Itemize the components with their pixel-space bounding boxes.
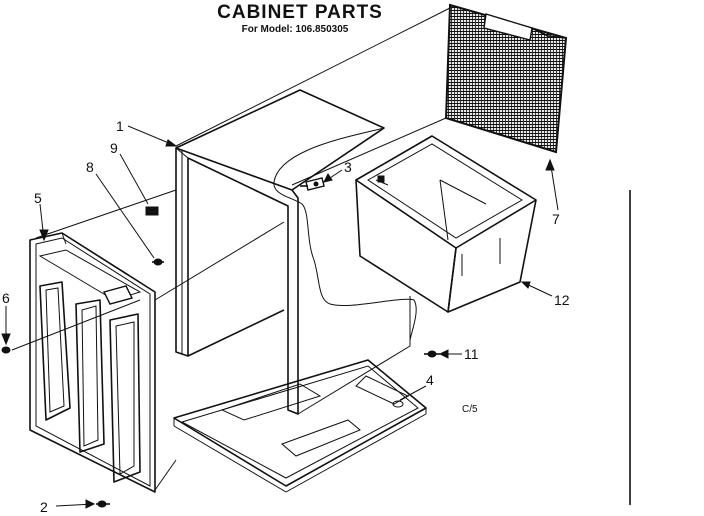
callout-3: 3 <box>344 159 352 175</box>
arrowhead <box>438 349 449 359</box>
arrowhead <box>39 229 49 242</box>
clip-9-part <box>145 206 159 216</box>
filter-grille-part <box>444 3 568 154</box>
arrowhead <box>85 499 96 509</box>
callout-9: 9 <box>110 140 118 156</box>
leader-4 <box>399 385 427 401</box>
arrowhead <box>165 139 178 147</box>
callout-11: 11 <box>464 346 479 362</box>
alignment-line <box>291 117 447 186</box>
alignment-line <box>154 459 177 491</box>
arrowhead <box>545 158 555 171</box>
leader-9 <box>119 153 149 205</box>
screw-6-part <box>1 346 11 354</box>
power-cord <box>273 127 417 341</box>
front-panel-part <box>29 232 156 493</box>
callout-6: 6 <box>2 290 10 306</box>
base-plate-part <box>173 359 427 493</box>
callout-8: 8 <box>86 159 94 175</box>
diagram-subtitle: For Model: 106.850305 <box>241 24 349 35</box>
alignment-line <box>35 189 177 239</box>
base-pan-part <box>355 135 537 313</box>
alignment-line <box>175 7 451 147</box>
callout-5: 5 <box>34 190 42 206</box>
connector-part <box>300 177 325 191</box>
leader-8 <box>95 173 155 259</box>
arrowhead <box>520 281 531 289</box>
screw-8-part <box>152 258 164 266</box>
screw-11-part <box>424 350 440 358</box>
callout-12: 12 <box>554 292 570 308</box>
screw-2-part <box>96 500 110 508</box>
alignment-line <box>154 221 285 301</box>
cabinet-shell-part <box>175 89 411 415</box>
callout-4: 4 <box>426 372 434 388</box>
arrowhead <box>1 333 11 346</box>
diagram-note: C/5 <box>462 404 478 415</box>
callout-1: 1 <box>116 118 124 134</box>
arrowhead <box>323 173 333 183</box>
diagram-title: CABINET PARTS <box>217 2 383 23</box>
callout-7: 7 <box>552 211 560 227</box>
callout-2: 2 <box>40 499 48 515</box>
